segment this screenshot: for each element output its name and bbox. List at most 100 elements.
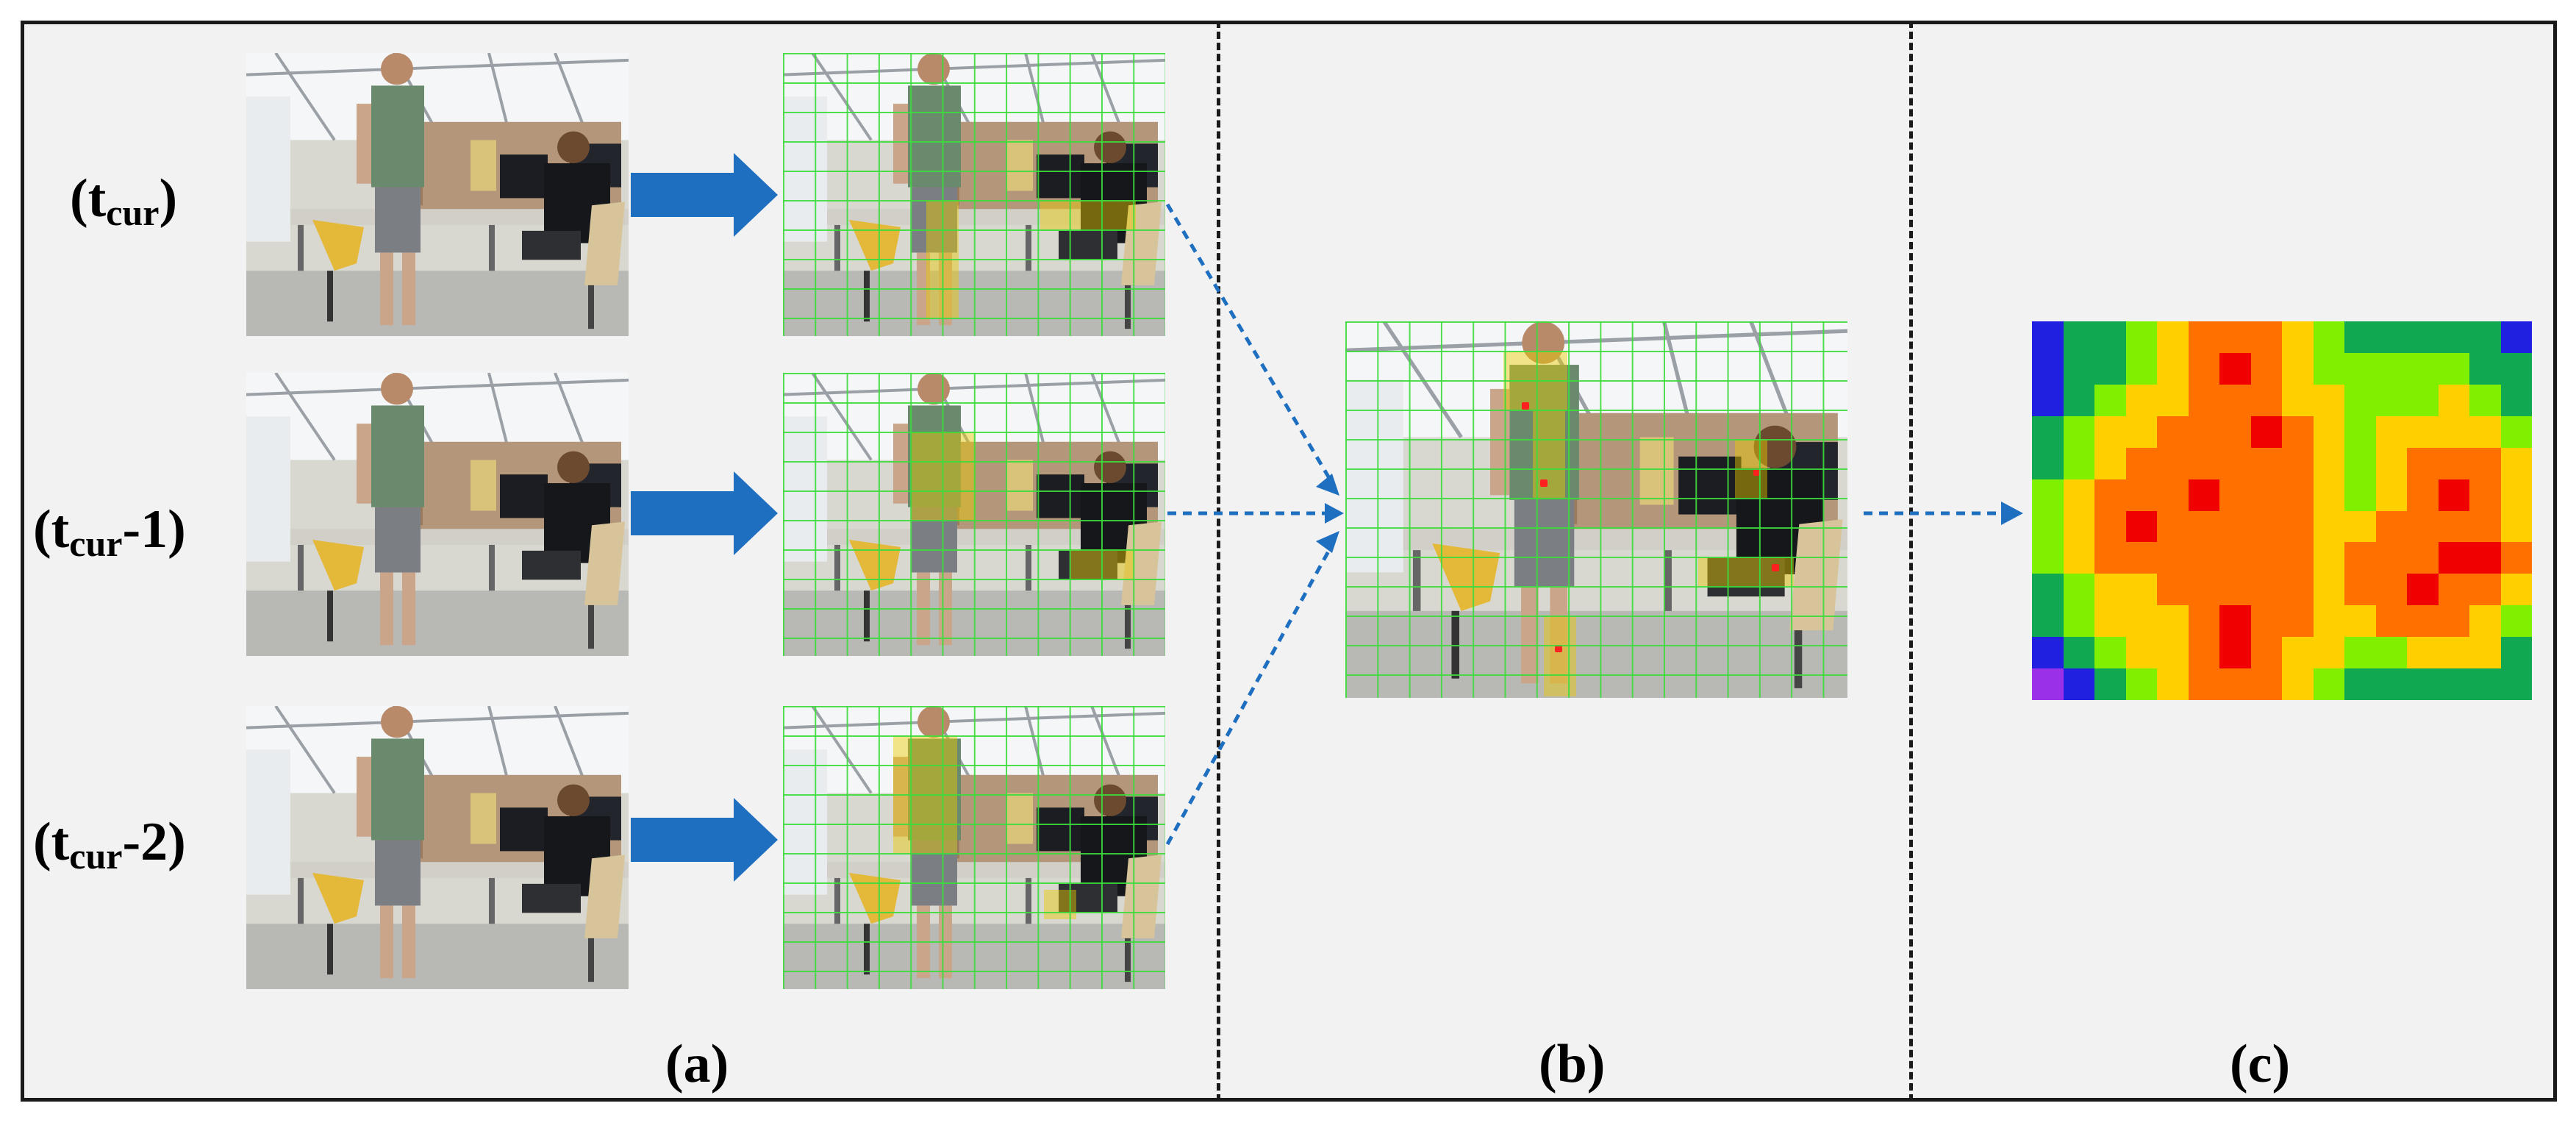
heatmap-cell-1-8: [2282, 352, 2314, 385]
panel-label-a: (a): [665, 1034, 729, 1094]
heatmap-cell-6-8: [2282, 510, 2314, 543]
heatmap-cell-9-9: [2313, 605, 2344, 638]
heatmap-cell-11-2: [2094, 668, 2126, 700]
heatmap-cell-7-13: [2438, 542, 2469, 574]
heatmap-cell-2-3: [2125, 384, 2157, 416]
heatmap-cell-6-13: [2438, 510, 2469, 543]
heatmap-cell-2-8: [2282, 384, 2314, 416]
heatmap-cell-6-5: [2188, 510, 2219, 543]
heatmap-cell-2-12: [2407, 384, 2439, 416]
heatmap-cell-4-2: [2094, 447, 2126, 479]
heatmap-cell-5-0: [2032, 479, 2064, 511]
heatmap-cell-7-14: [2469, 542, 2501, 574]
heatmap-cell-5-6: [2219, 479, 2251, 511]
heatmap-cell-6-9: [2313, 510, 2344, 543]
heatmap-cell-1-13: [2438, 352, 2469, 385]
heatmap-cell-3-10: [2344, 415, 2376, 448]
heatmap-cell-11-5: [2188, 668, 2219, 700]
heatmap-cell-2-1: [2063, 384, 2094, 416]
heatmap-cell-0-14: [2469, 321, 2501, 353]
panel-label-b: (b): [1539, 1034, 1606, 1094]
heatmap-cell-10-7: [2250, 637, 2282, 669]
heatmap-cell-2-11: [2375, 384, 2407, 416]
heatmap-cell-2-0: [2032, 384, 2064, 416]
heatmap-cell-3-11: [2375, 415, 2407, 448]
heatmap-cell-2-9: [2313, 384, 2344, 416]
heatmap-cell-0-1: [2063, 321, 2094, 353]
heatmap-cell-5-11: [2375, 479, 2407, 511]
heatmap-cell-5-12: [2407, 479, 2439, 511]
heatmap-cell-9-4: [2157, 605, 2189, 638]
heatmap-cell-5-1: [2063, 479, 2094, 511]
heatmap-cell-4-4: [2157, 447, 2189, 479]
heatmap-cell-1-11: [2375, 352, 2407, 385]
heatmap-cell-4-11: [2375, 447, 2407, 479]
heatmap-cell-11-7: [2250, 668, 2282, 700]
heatmap-cell-9-1: [2063, 605, 2094, 638]
heatmap-cell-7-7: [2250, 542, 2282, 574]
heatmap-cell-2-2: [2094, 384, 2126, 416]
heatmap-cell-4-9: [2313, 447, 2344, 479]
divider-a-b: [1217, 21, 1220, 1102]
heatmap-cell-9-14: [2469, 605, 2501, 638]
heatmap-cell-4-10: [2344, 447, 2376, 479]
frame-tcur-2: [246, 706, 629, 989]
heatmap-cell-3-1: [2063, 415, 2094, 448]
frame-tcur-1: [246, 373, 629, 656]
heatmap-cell-3-6: [2219, 415, 2251, 448]
heatmap-cell-11-6: [2219, 668, 2251, 700]
heatmap-cell-7-15: [2500, 542, 2532, 574]
heatmap-cell-3-15: [2500, 415, 2532, 448]
heatmap-cell-7-3: [2125, 542, 2157, 574]
heatmap-cell-0-2: [2094, 321, 2126, 353]
heatmap-cell-7-12: [2407, 542, 2439, 574]
frame-tcur: [246, 53, 629, 336]
heatmap-cell-4-15: [2500, 447, 2532, 479]
heatmap-cell-1-2: [2094, 352, 2126, 385]
heatmap-cell-8-4: [2157, 574, 2189, 606]
grid-frame-tcur-2: [783, 706, 1165, 989]
heatmap-cell-10-13: [2438, 637, 2469, 669]
heatmap-cell-8-6: [2219, 574, 2251, 606]
heatmap-cell-0-0: [2032, 321, 2064, 353]
heatmap-cell-3-9: [2313, 415, 2344, 448]
heatmap-cell-5-7: [2250, 479, 2282, 511]
heatmap-cell-2-7: [2250, 384, 2282, 416]
heatmap-cell-10-3: [2125, 637, 2157, 669]
heatmap-cell-4-6: [2219, 447, 2251, 479]
accumulated-grid-frame: [1345, 321, 1847, 698]
heatmap-cell-8-13: [2438, 574, 2469, 606]
heatmap-cell-5-10: [2344, 479, 2376, 511]
heatmap-cell-11-9: [2313, 668, 2344, 700]
heatmap-cell-7-4: [2157, 542, 2189, 574]
heatmap-cell-1-12: [2407, 352, 2439, 385]
heatmap-cell-8-1: [2063, 574, 2094, 606]
heatmap-cell-4-5: [2188, 447, 2219, 479]
heatmap-cell-7-1: [2063, 542, 2094, 574]
heatmap-cell-5-15: [2500, 479, 2532, 511]
heatmap-cell-6-2: [2094, 510, 2126, 543]
heatmap-cell-1-1: [2063, 352, 2094, 385]
heatmap-cell-8-9: [2313, 574, 2344, 606]
heatmap-cell-10-5: [2188, 637, 2219, 669]
row-label-tcur: (tcur): [70, 168, 178, 233]
heatmap-cell-2-5: [2188, 384, 2219, 416]
heatmap-cell-0-12: [2407, 321, 2439, 353]
heatmap-cell-7-8: [2282, 542, 2314, 574]
heatmap-cell-0-7: [2250, 321, 2282, 353]
heatmap-cell-5-2: [2094, 479, 2126, 511]
heatmap-cell-9-8: [2282, 605, 2314, 638]
heatmap-cell-2-10: [2344, 384, 2376, 416]
heatmap-cell-3-7: [2250, 415, 2282, 448]
heatmap-cell-6-11: [2375, 510, 2407, 543]
heatmap-cell-8-10: [2344, 574, 2376, 606]
heatmap-cell-10-0: [2032, 637, 2064, 669]
heatmap-cell-8-11: [2375, 574, 2407, 606]
heatmap-cell-1-7: [2250, 352, 2282, 385]
heatmap-cell-3-4: [2157, 415, 2189, 448]
heatmap-cell-3-0: [2032, 415, 2064, 448]
heatmap-cell-0-15: [2500, 321, 2532, 353]
heatmap-cell-8-0: [2032, 574, 2064, 606]
heatmap-cell-6-14: [2469, 510, 2501, 543]
heatmap-cell-8-3: [2125, 574, 2157, 606]
